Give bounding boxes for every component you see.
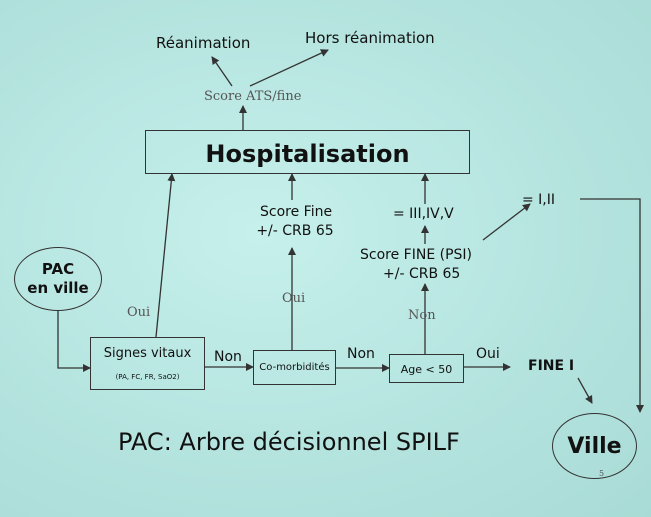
- node-classes-i-ii: = I,II: [522, 192, 556, 208]
- node-signes-vitaux-label: Signes vitaux: [103, 346, 192, 361]
- node-hospitalisation: [145, 130, 470, 174]
- node-pac-en-ville: PAC en ville: [14, 247, 102, 311]
- node-score-fine-crb65: +/- CRB 65: [256, 223, 334, 239]
- node-signes-vitaux: [90, 337, 205, 390]
- edge-psi-to-class-i: [482, 203, 531, 241]
- diagram-title: PAC: Arbre décisionnel SPILF: [118, 428, 460, 456]
- node-score-fine-psi-crb65: +/- CRB 65: [383, 266, 461, 282]
- edge-ats-to-hors-reanimation: [249, 49, 329, 87]
- edge-signes-to-hosp: [155, 173, 176, 338]
- edge-label-oui-comorbidites: Oui: [282, 291, 306, 306]
- node-score-fine-psi: Score FINE (PSI): [360, 247, 472, 263]
- node-signes-vitaux-sub: (PA, FC, FR, SaO2): [115, 373, 180, 381]
- edge-label-oui-signes: Oui: [127, 305, 151, 320]
- node-pac-en-ville-line1: PAC: [41, 260, 75, 279]
- node-age: [389, 354, 464, 383]
- node-ville: Ville: [552, 413, 637, 479]
- edge-class-i-to-ville: [580, 198, 644, 413]
- node-classes-iii-iv-v: = III,IV,V: [393, 206, 454, 222]
- edge-fine-i-to-ville: [577, 377, 593, 404]
- page-number: 5: [599, 469, 605, 478]
- edge-label-score-ats-fine: Score ATS/fine: [204, 89, 302, 104]
- edge-label-oui-age: Oui: [476, 346, 500, 362]
- edge-label-non-comorbidites: Non: [347, 346, 375, 362]
- node-ville-label: Ville: [567, 433, 622, 459]
- node-score-fine: Score Fine: [260, 204, 333, 220]
- edge-label-non-age: Non: [408, 308, 436, 323]
- node-pac-en-ville-line2: en ville: [27, 279, 89, 297]
- edge-pac-to-signes: [57, 310, 91, 372]
- edge-ats-to-reanimation: [211, 56, 233, 87]
- node-hors-reanimation: Hors réanimation: [305, 29, 435, 47]
- node-comorbidites: [253, 350, 336, 385]
- node-fine-i: FINE I: [528, 358, 575, 374]
- node-hospitalisation-label: Hospitalisation: [205, 140, 410, 168]
- node-reanimation: Réanimation: [156, 34, 251, 52]
- edge-label-non-signes: Non: [214, 349, 242, 365]
- node-age-label: Age < 50: [400, 363, 453, 376]
- node-comorbidites-label: Co-morbidités: [259, 362, 330, 373]
